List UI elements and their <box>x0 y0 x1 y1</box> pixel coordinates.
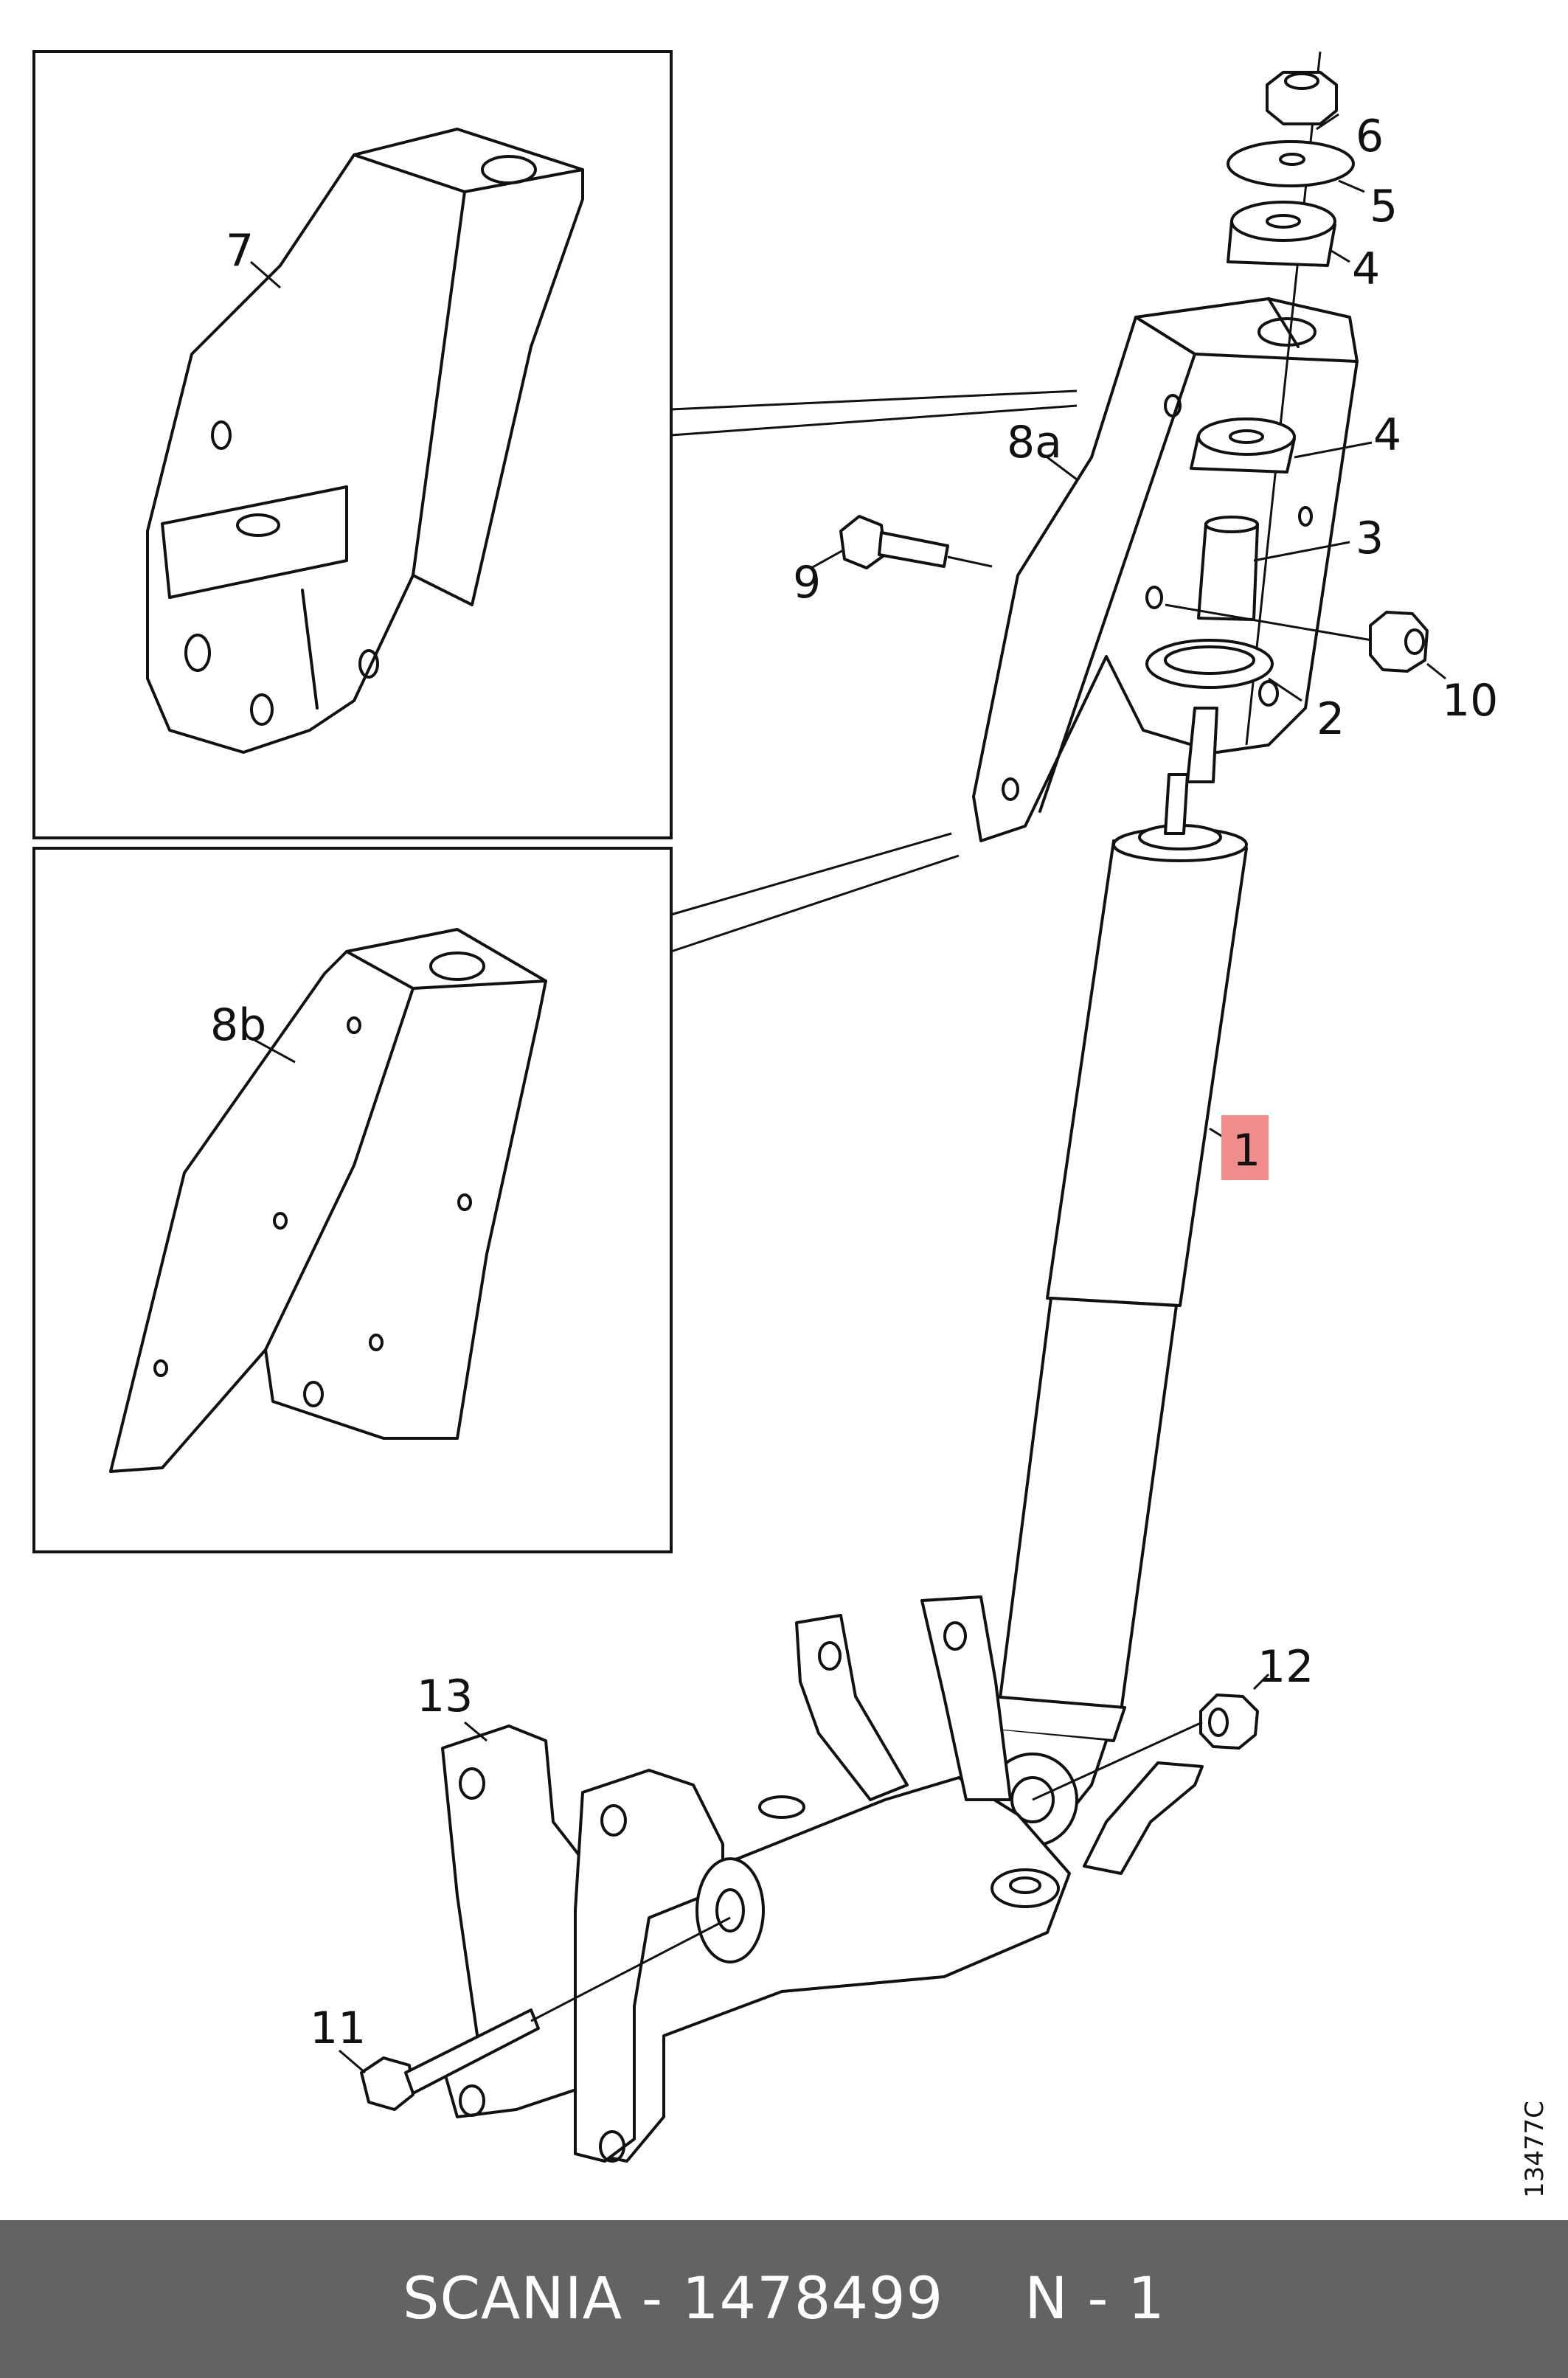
bushing-4-lower <box>1190 417 1296 474</box>
leader-box7-bottom <box>670 404 1078 437</box>
sleeve-3 <box>1197 516 1259 621</box>
footer-brand-part: SCANIA - 1478499 <box>403 2266 944 2332</box>
leader-box7-top <box>670 389 1078 411</box>
label-7: 7 <box>226 225 254 277</box>
label-1: 1 <box>1232 1125 1260 1176</box>
nut-10 <box>1165 603 1429 673</box>
axle-bracket-13 <box>441 1595 1204 2163</box>
label-5: 5 <box>1370 181 1398 232</box>
leader-lines <box>250 113 1446 2074</box>
label-4-upper: 4 <box>1352 243 1380 295</box>
detail-box-bracket-8b <box>32 847 673 1553</box>
shock-stud <box>1186 707 1218 783</box>
footer-quantity: N - 1 <box>1024 2266 1165 2332</box>
label-2: 2 <box>1317 693 1345 745</box>
label-4-lower: 4 <box>1373 409 1401 461</box>
label-8b: 8b <box>210 999 266 1051</box>
washer-5 <box>1227 140 1355 187</box>
label-8a: 8a <box>1007 417 1062 468</box>
washer-2 <box>1145 639 1274 689</box>
bolt-9 <box>839 515 993 569</box>
label-13: 13 <box>417 1671 473 1722</box>
nut-6 <box>1266 71 1338 125</box>
highlight-box-item-1 <box>1221 1115 1269 1180</box>
label-6: 6 <box>1356 111 1384 162</box>
bracket-8a <box>972 297 1359 842</box>
leader-box8b-top <box>670 832 952 916</box>
exploded-parts-diagram: 1 2 3 4 4 5 6 7 8a 8b 9 10 11 12 13 1347… <box>32 50 1550 2198</box>
leader-box8b-bottom <box>670 854 960 953</box>
nut-12 <box>1032 1694 1259 1801</box>
drawing-code: 13477C <box>1520 2101 1550 2198</box>
label-3: 3 <box>1356 513 1384 564</box>
label-12: 12 <box>1257 1641 1314 1693</box>
bolt-11 <box>360 1916 731 2111</box>
bushing-4-upper <box>1227 201 1336 267</box>
label-9: 9 <box>793 557 821 609</box>
shock-absorber-1 <box>987 773 1248 1847</box>
label-10: 10 <box>1442 675 1498 727</box>
detail-box-bracket-7 <box>32 50 673 839</box>
footer-bar: SCANIA - 1478499 N - 1 <box>0 2220 1568 2378</box>
label-11: 11 <box>310 2003 366 2054</box>
